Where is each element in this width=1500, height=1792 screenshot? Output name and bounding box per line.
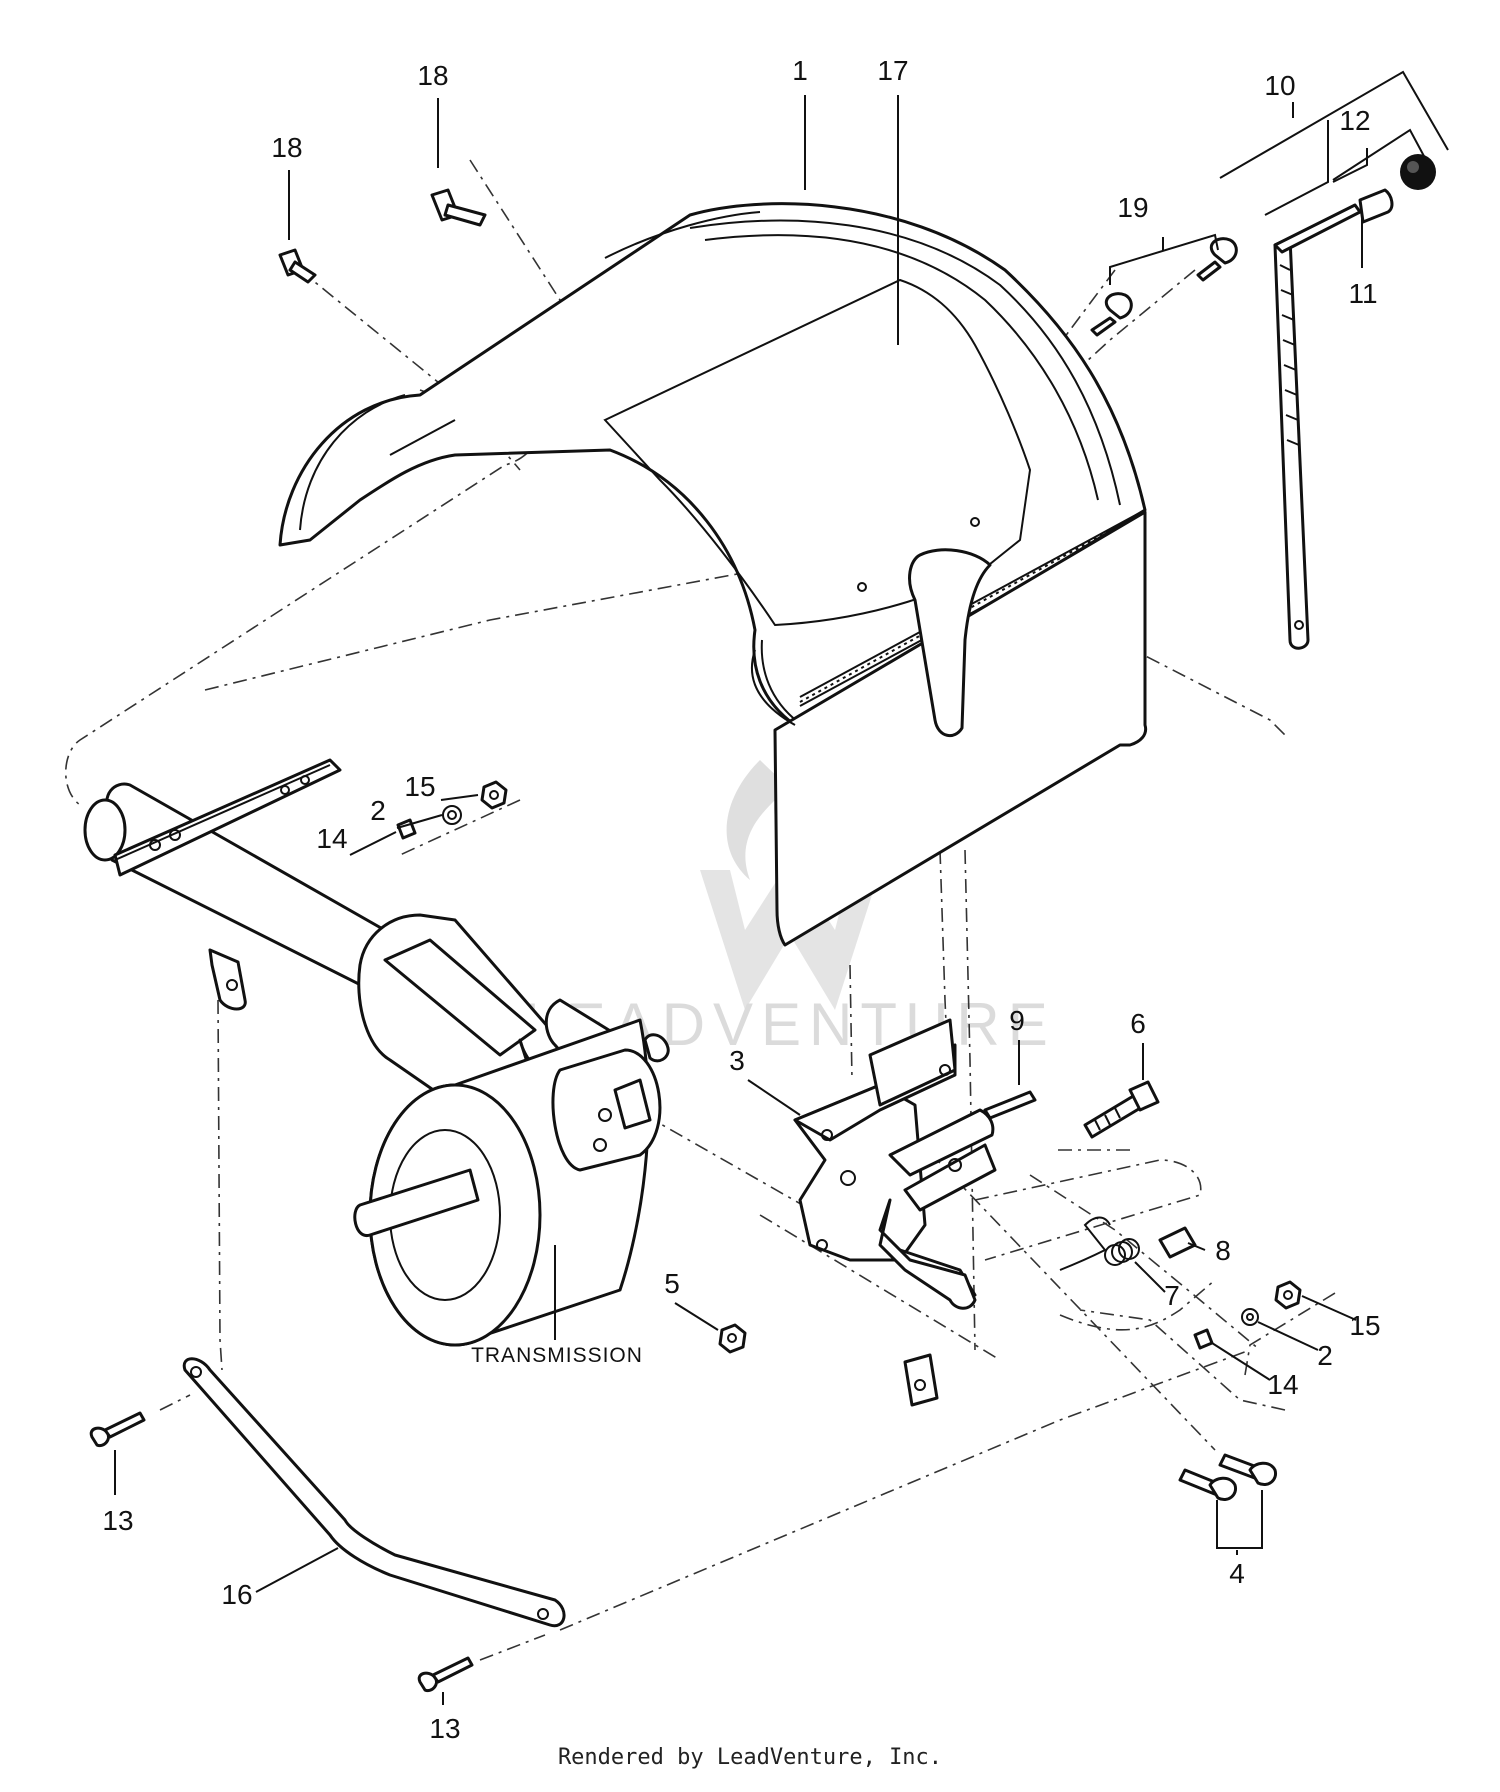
callout-13: 13: [429, 1713, 460, 1744]
callout-17: 17: [877, 55, 908, 86]
bolt-4-upper: [1218, 1453, 1278, 1486]
bolt-13-left: [89, 1411, 146, 1448]
callout-19: 19: [1117, 192, 1148, 223]
footer-credit: Rendered by LeadVenture, Inc.: [557, 1745, 943, 1770]
callout-13: 13: [102, 1505, 133, 1536]
callout-16: 16: [221, 1579, 252, 1610]
bolt-19-left: [1090, 292, 1133, 337]
callout-2: 2: [1317, 1340, 1333, 1371]
callout-14: 14: [316, 823, 347, 854]
callout-15: 15: [404, 771, 435, 802]
callout-8: 8: [1215, 1235, 1231, 1266]
hitch-bracket: [793, 1018, 997, 1310]
depth-bar-assembly: [1273, 154, 1436, 650]
bolt-4-bracket-leader: [1216, 1490, 1263, 1549]
callout-12: 12: [1339, 105, 1370, 136]
callout-6: 6: [1130, 1008, 1146, 1039]
bolt-18-lower: [278, 248, 317, 284]
callout-15: 15: [1349, 1310, 1380, 1341]
callout-11: 11: [1348, 278, 1377, 309]
pin-9: [983, 1090, 1037, 1120]
callout-18: 18: [271, 132, 302, 163]
bolt-6: [1083, 1080, 1160, 1139]
callout-18: 18: [417, 60, 448, 91]
spacer-14-lower: [1193, 1328, 1214, 1350]
spacer-8: [1158, 1226, 1197, 1259]
transmission: [353, 913, 670, 1347]
bolt-4-lower: [1178, 1468, 1238, 1501]
bracket-clip: [903, 1353, 939, 1407]
spring-7: [1059, 1216, 1140, 1271]
nut-5: [718, 1323, 747, 1354]
leader-lines: [114, 70, 1449, 1705]
bolt-13-right: [417, 1656, 474, 1693]
lock-washer-2-lower: [1241, 1308, 1259, 1326]
callout-numbers: 1 17 10 12 11 18 18 19 15 2 14 9 6 3 8 7 5 15 2 14 4 13 16 13: [102, 55, 1380, 1744]
callout-10: 10: [1264, 70, 1295, 101]
transmission-label: TRANSMISSION: [471, 1344, 643, 1367]
callout-1: 1: [792, 55, 808, 86]
drag-bar-16: [182, 1357, 566, 1628]
callout-4: 4: [1229, 1558, 1245, 1589]
callout-14: 14: [1267, 1369, 1298, 1400]
bolt-18-upper: [430, 188, 487, 227]
lock-washer-2-upper: [442, 805, 462, 825]
callout-3: 3: [729, 1045, 745, 1076]
tine-flap: [750, 510, 1148, 947]
callout-2: 2: [370, 795, 386, 826]
nut-15-upper: [480, 780, 508, 810]
callout-9: 9: [1009, 1005, 1025, 1036]
nut-15-lower: [1274, 1280, 1302, 1310]
callout-5: 5: [664, 1268, 680, 1299]
callout-7: 7: [1164, 1280, 1180, 1311]
